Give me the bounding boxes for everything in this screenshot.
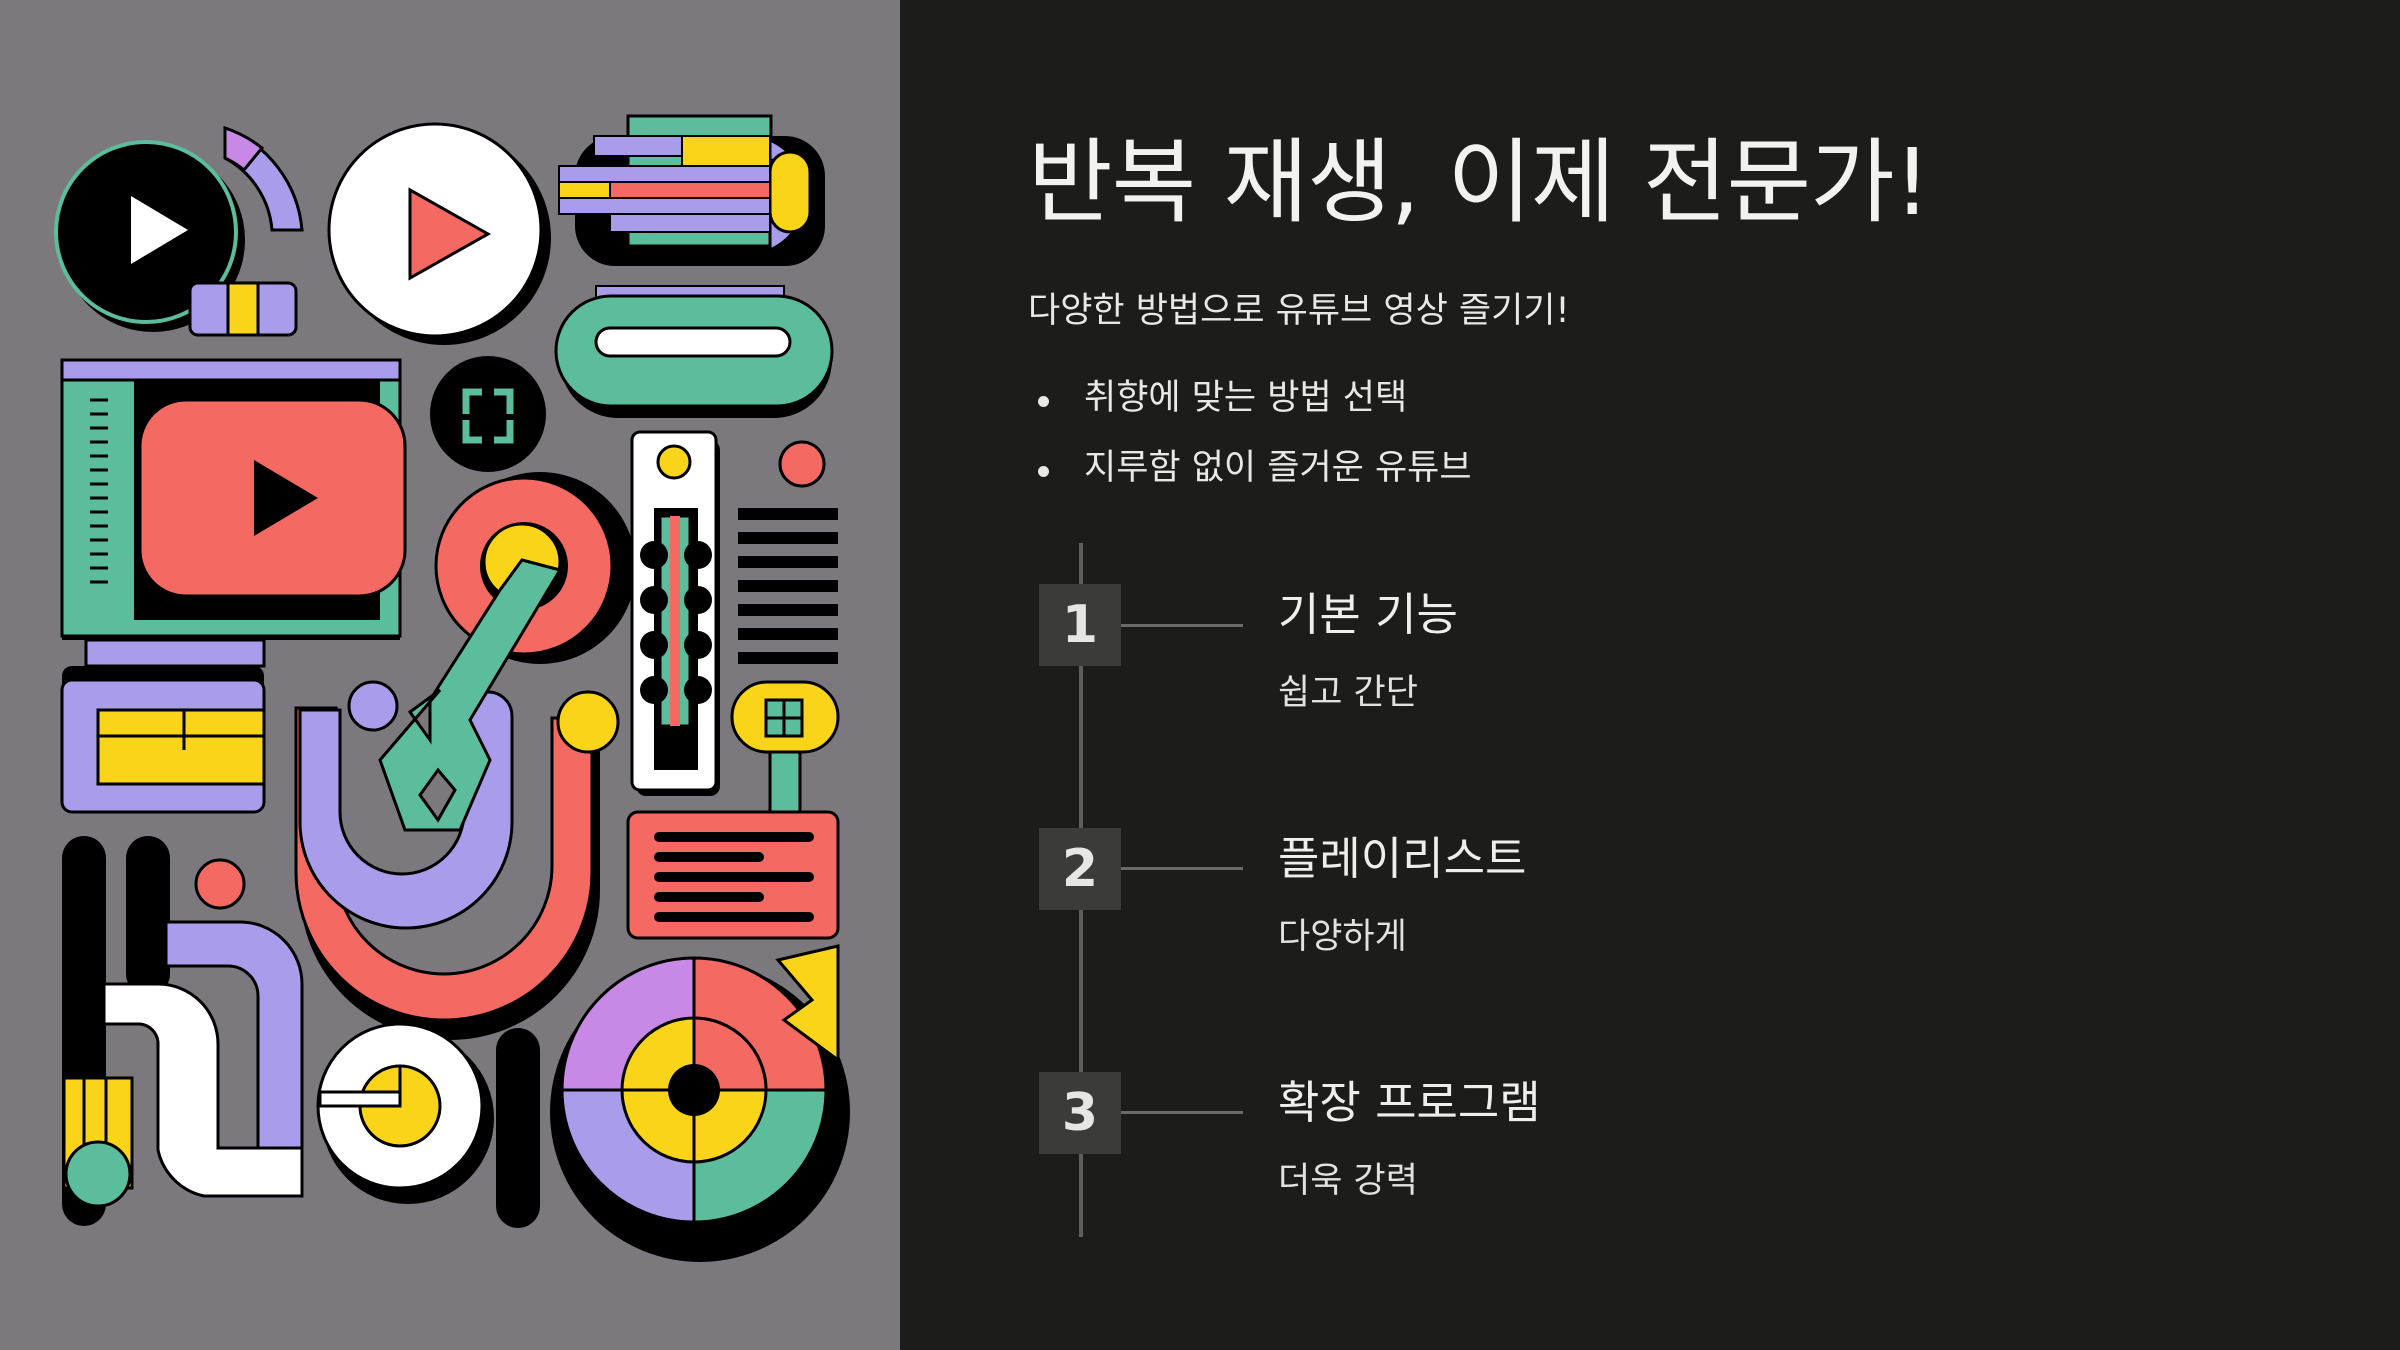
content-panel: 반복 재생, 이제 전문가! 다양한 방법으로 유튜브 영상 즐기기! 취향에 …	[900, 0, 2400, 1350]
play-icon	[54, 140, 245, 332]
step-title-1: 기본 기능	[1278, 588, 1458, 641]
media-collage-illustration	[54, 114, 850, 1262]
step-title-2: 플레이리스트	[1278, 832, 1527, 885]
step-connector	[1121, 624, 1243, 627]
step-title-3: 확장 프로그램	[1278, 1076, 1541, 1129]
bullet-list: 취향에 맞는 방법 선택 지루함 없이 즐거운 유튜브	[1028, 376, 1472, 516]
bullet-item: 취향에 맞는 방법 선택	[1028, 376, 1472, 446]
step-description-2: 다양하게	[1278, 917, 1407, 957]
step-description-1: 쉽고 간단	[1278, 673, 1418, 713]
step-number-1: 1	[1039, 584, 1121, 666]
step-connector	[1121, 1111, 1243, 1114]
bullet-item: 지루함 없이 즐거운 유튜브	[1028, 446, 1472, 516]
subtitle: 다양한 방법으로 유튜브 영상 즐기기!	[1028, 291, 1570, 331]
youtube-logo-icon	[60, 358, 407, 668]
repeat-icon	[550, 944, 850, 1262]
step-number-2: 2	[1039, 828, 1121, 910]
step-connector	[1121, 867, 1243, 870]
page-title: 반복 재생, 이제 전문가!	[1028, 129, 1931, 236]
illustration-panel	[0, 0, 900, 1350]
play-icon	[327, 122, 551, 345]
step-number-3: 3	[1039, 1072, 1121, 1154]
fullscreen-icon	[430, 356, 546, 472]
step-description-3: 더욱 강력	[1278, 1161, 1418, 1201]
